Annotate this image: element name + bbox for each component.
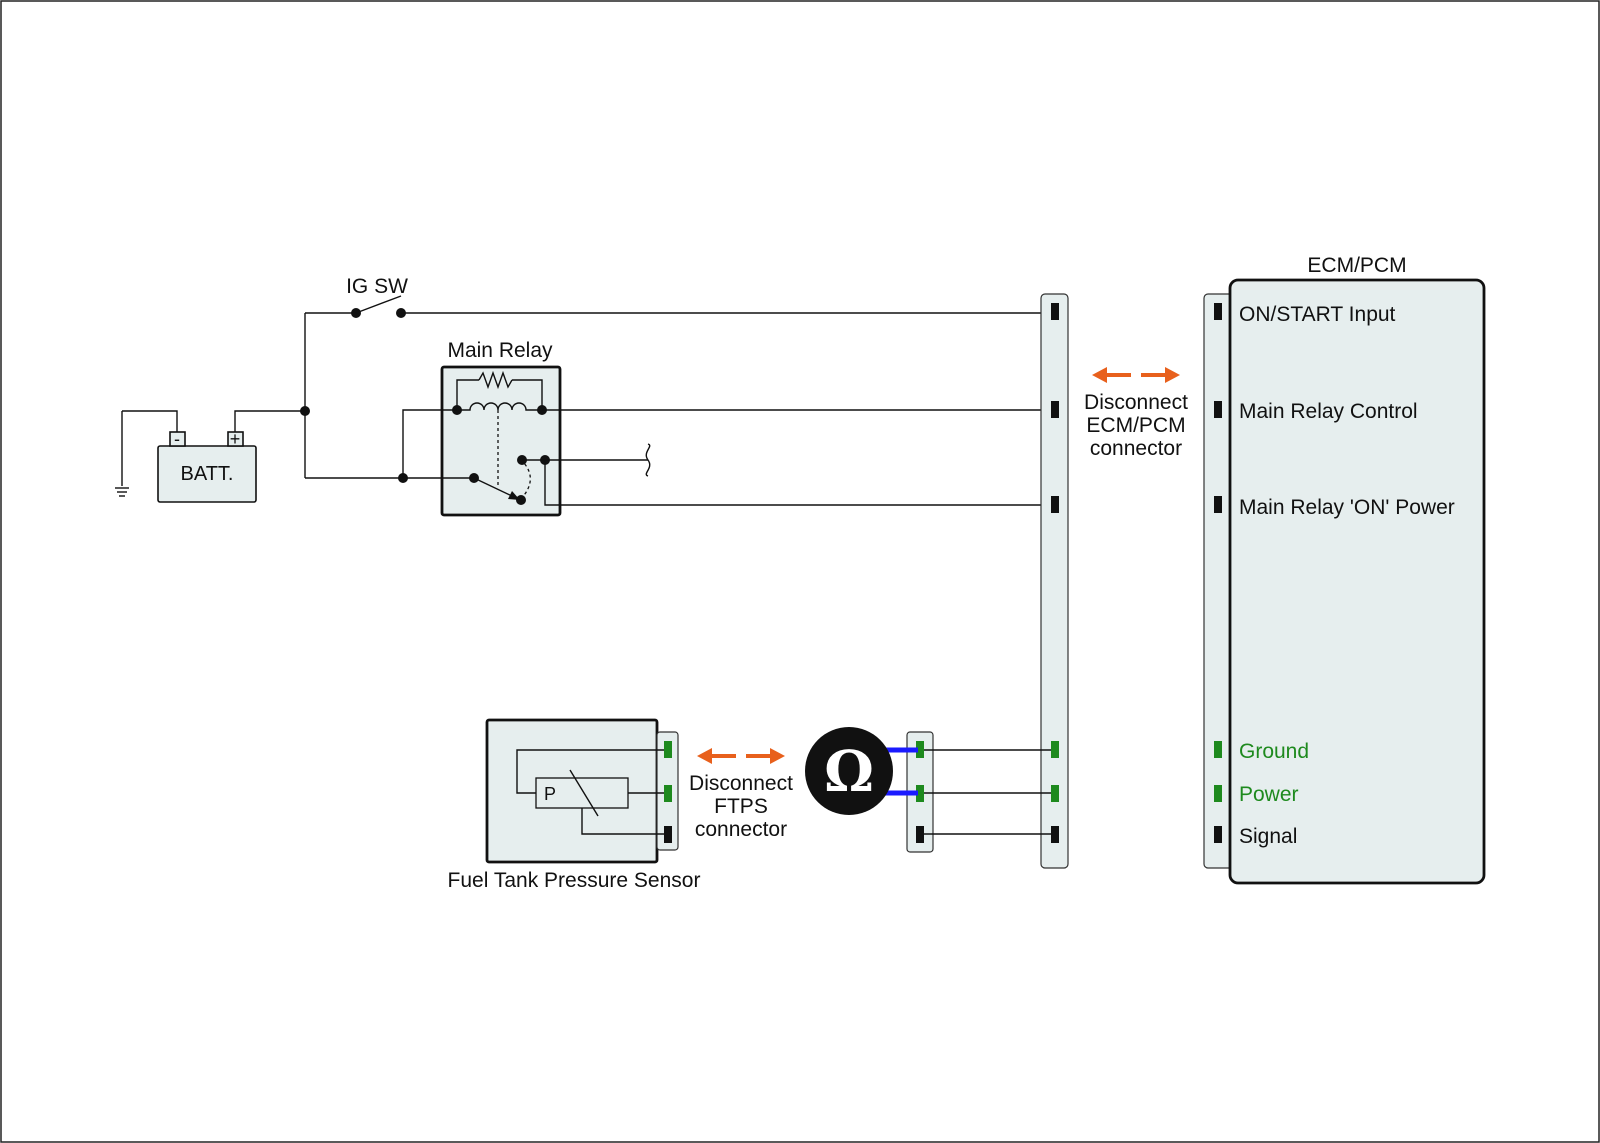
battery-minus-label: - — [174, 429, 180, 449]
junction-node — [300, 406, 310, 416]
main-relay — [440, 365, 562, 517]
ecm-pin-label-main-relay-control: Main Relay Control — [1239, 400, 1418, 423]
ftps-disconnect-arrows — [697, 748, 785, 764]
ecm-pin — [1214, 826, 1222, 843]
ecm-pin-label-on-start: ON/START Input — [1239, 303, 1396, 326]
ftps-disconnect-line3: connector — [695, 818, 787, 841]
fuel-tank-pressure-sensor: P — [485, 718, 679, 864]
ecm-pin-label-ground: Ground — [1239, 740, 1309, 763]
harness-pin — [1051, 741, 1059, 758]
harness-pin — [1051, 496, 1059, 513]
harness-connector — [1040, 293, 1069, 869]
ecm-pin — [1214, 496, 1222, 513]
switch-icon — [305, 295, 406, 318]
battery-label: BATT. — [181, 463, 234, 485]
wire-break — [645, 443, 651, 477]
ground-icon — [115, 411, 129, 497]
ecm-pin-label-main-relay-on-power: Main Relay 'ON' Power — [1239, 496, 1455, 519]
ftps-harness-pin — [916, 826, 924, 843]
ftps-harness-pin — [916, 785, 924, 802]
ecm-disconnect-line2: ECM/PCM — [1086, 414, 1185, 437]
battery: - + BATT. — [157, 429, 257, 503]
ohmmeter-symbol: Ω — [824, 739, 874, 805]
harness-pin — [1051, 785, 1059, 802]
sensor-p-label: P — [544, 784, 556, 804]
relay-coil-feed-wire — [402, 409, 457, 478]
ftps-disconnect-line1: Disconnect — [689, 772, 793, 795]
ecm-pin — [1214, 401, 1222, 418]
harness-pin — [1051, 303, 1059, 320]
ecm-disconnect-line3: connector — [1090, 437, 1182, 460]
ecm-pin — [1214, 741, 1222, 758]
ecm-pin-label-power: Power — [1239, 783, 1299, 806]
ohmmeter-icon — [805, 727, 893, 815]
main-relay-label: Main Relay — [447, 339, 553, 362]
ecm-pin — [1214, 303, 1222, 320]
ecm-pin — [1214, 785, 1222, 802]
ecm-pin-label-signal: Signal — [1239, 825, 1297, 848]
battery-negative-wire — [122, 410, 178, 432]
sensor-name-label: Fuel Tank Pressure Sensor — [448, 869, 701, 892]
ftps-disconnect-line2: FTPS — [714, 795, 768, 818]
ecm-disconnect-line1: Disconnect — [1084, 391, 1188, 414]
ecm-module — [1228, 278, 1486, 885]
ftps-harness-pin — [916, 741, 924, 758]
ig-sw-label: IG SW — [346, 275, 408, 298]
battery-positive-wire — [234, 410, 305, 432]
battery-plus-label: + — [230, 429, 241, 449]
harness-pin — [1051, 826, 1059, 843]
harness-pin — [1051, 401, 1059, 418]
main-relay-on-power-wire — [544, 460, 1057, 506]
ecm-title: ECM/PCM — [1307, 254, 1406, 277]
ecm-disconnect-arrows — [1092, 367, 1180, 383]
